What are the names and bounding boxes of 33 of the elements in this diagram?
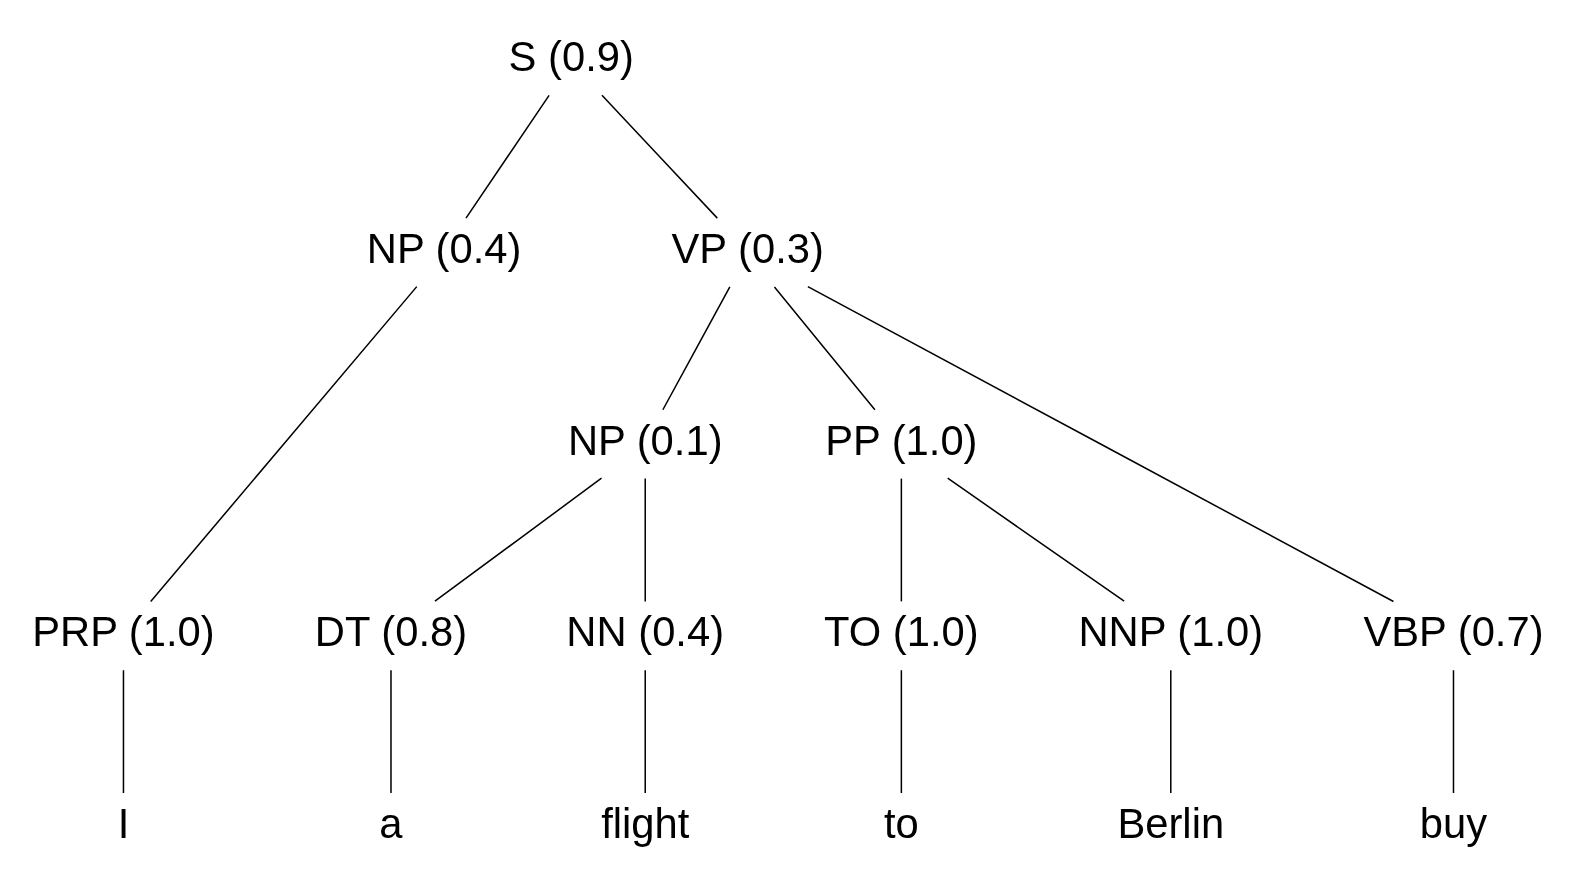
node-text: NP (0.4)	[366, 224, 522, 272]
node-text: NP (0.1)	[567, 416, 723, 464]
node-text: buy	[1419, 799, 1488, 847]
connector	[1452, 669, 1455, 794]
connector	[662, 285, 731, 410]
node-text: DT (0.8)	[314, 607, 468, 655]
node-text: NN (0.4)	[566, 607, 725, 655]
connector	[434, 476, 603, 602]
connector	[644, 669, 646, 794]
node-text: I	[117, 799, 130, 847]
connector	[122, 669, 125, 794]
connector	[149, 285, 418, 602]
connector	[1170, 669, 1172, 794]
node-text: a	[379, 799, 403, 847]
connector	[390, 669, 392, 794]
node-text: PRP (1.0)	[32, 607, 215, 655]
connector	[807, 285, 1395, 602]
connector	[900, 669, 903, 794]
node-text: VP (0.3)	[671, 224, 824, 272]
connector	[601, 94, 719, 219]
node-text: S (0.9)	[508, 32, 634, 80]
node-text: TO (1.0)	[824, 607, 979, 655]
connector	[644, 477, 646, 602]
node-text: to	[883, 799, 919, 847]
connector	[465, 94, 550, 219]
node-text: flight	[601, 799, 690, 847]
connector	[773, 285, 876, 410]
connector	[946, 476, 1125, 602]
node-text: Berlin	[1117, 799, 1225, 847]
node-text: VBP (0.7)	[1363, 607, 1544, 655]
connector	[900, 477, 903, 602]
node-text: PP (1.0)	[825, 416, 978, 464]
node-text: NNP (1.0)	[1078, 607, 1264, 655]
